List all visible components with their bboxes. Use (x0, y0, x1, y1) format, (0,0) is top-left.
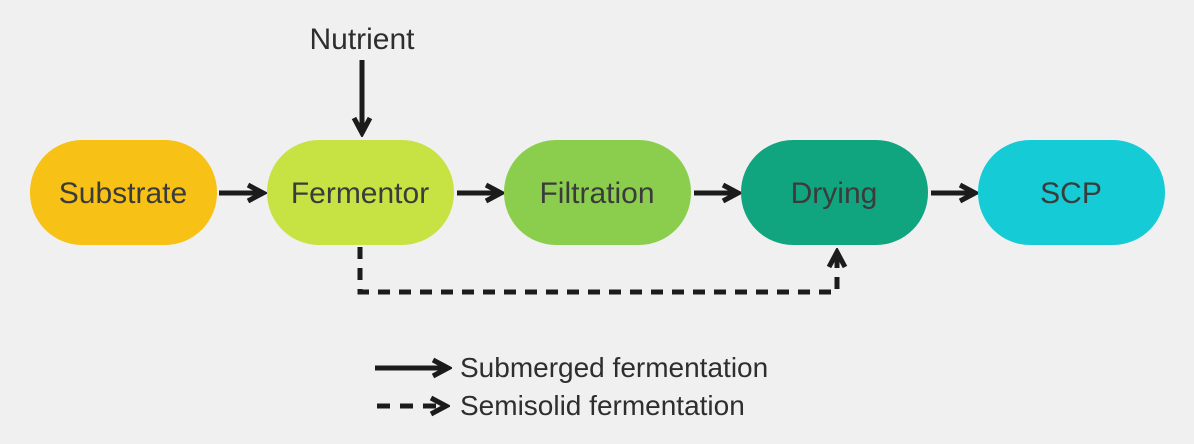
legend-dashed-label: Semisolid fermentation (460, 390, 745, 421)
node-substrate (30, 140, 217, 245)
node-fermentor-label: Fermentor (291, 177, 429, 210)
node-scp-label: SCP (1040, 177, 1102, 210)
node-substrate-label: Substrate (59, 177, 187, 210)
nutrient-label: Nutrient (309, 23, 415, 56)
node-scp (978, 140, 1165, 245)
node-fermentor (267, 140, 454, 245)
legend-solid-label: Submerged fermentation (460, 352, 768, 383)
node-drying-label: Drying (791, 177, 878, 210)
node-filtration-label: Filtration (539, 177, 654, 210)
node-drying (741, 140, 928, 245)
dashed-arrow-fermentor-to-drying (357, 247, 837, 295)
node-filtration (504, 140, 691, 245)
